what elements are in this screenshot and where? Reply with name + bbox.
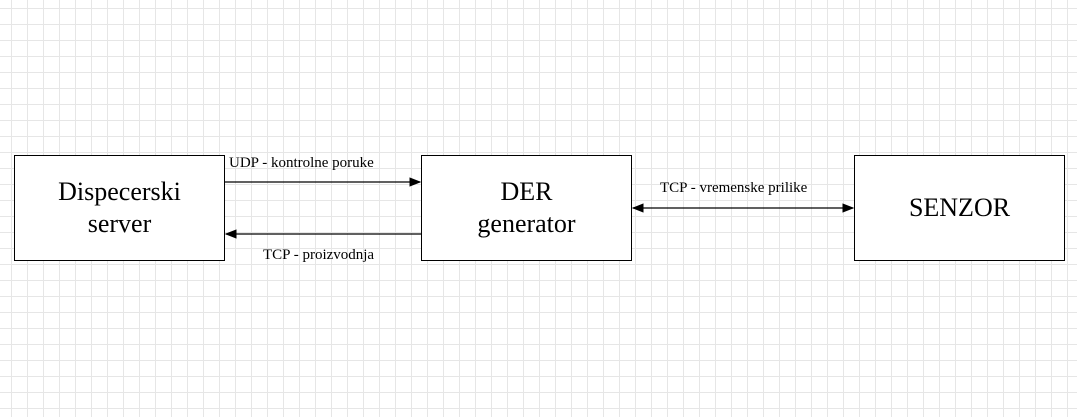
senzor-node[interactable]: SENZOR bbox=[854, 155, 1065, 261]
der-line1: DER bbox=[500, 177, 553, 206]
tcp-vremenske-edge-label: TCP - vremenske prilike bbox=[660, 180, 808, 196]
der-generator-node[interactable]: DER generator bbox=[421, 155, 632, 261]
dispecerski-line2: server bbox=[87, 209, 152, 238]
der-line2: generator bbox=[477, 209, 576, 238]
dispecerski-server-node[interactable]: Dispecerski server bbox=[14, 155, 225, 261]
senzor-label: SENZOR bbox=[908, 193, 1011, 222]
dispecerski-line1: Dispecerski bbox=[58, 177, 181, 206]
dispecerski-server-label: Dispecerski server bbox=[58, 176, 181, 240]
der-generator-label: DER generator bbox=[477, 176, 575, 240]
tcp-proizvodnja-edge-label: TCP - proizvodnja bbox=[263, 247, 375, 263]
udp-edge-label: UDP - kontrolne poruke bbox=[229, 155, 374, 171]
